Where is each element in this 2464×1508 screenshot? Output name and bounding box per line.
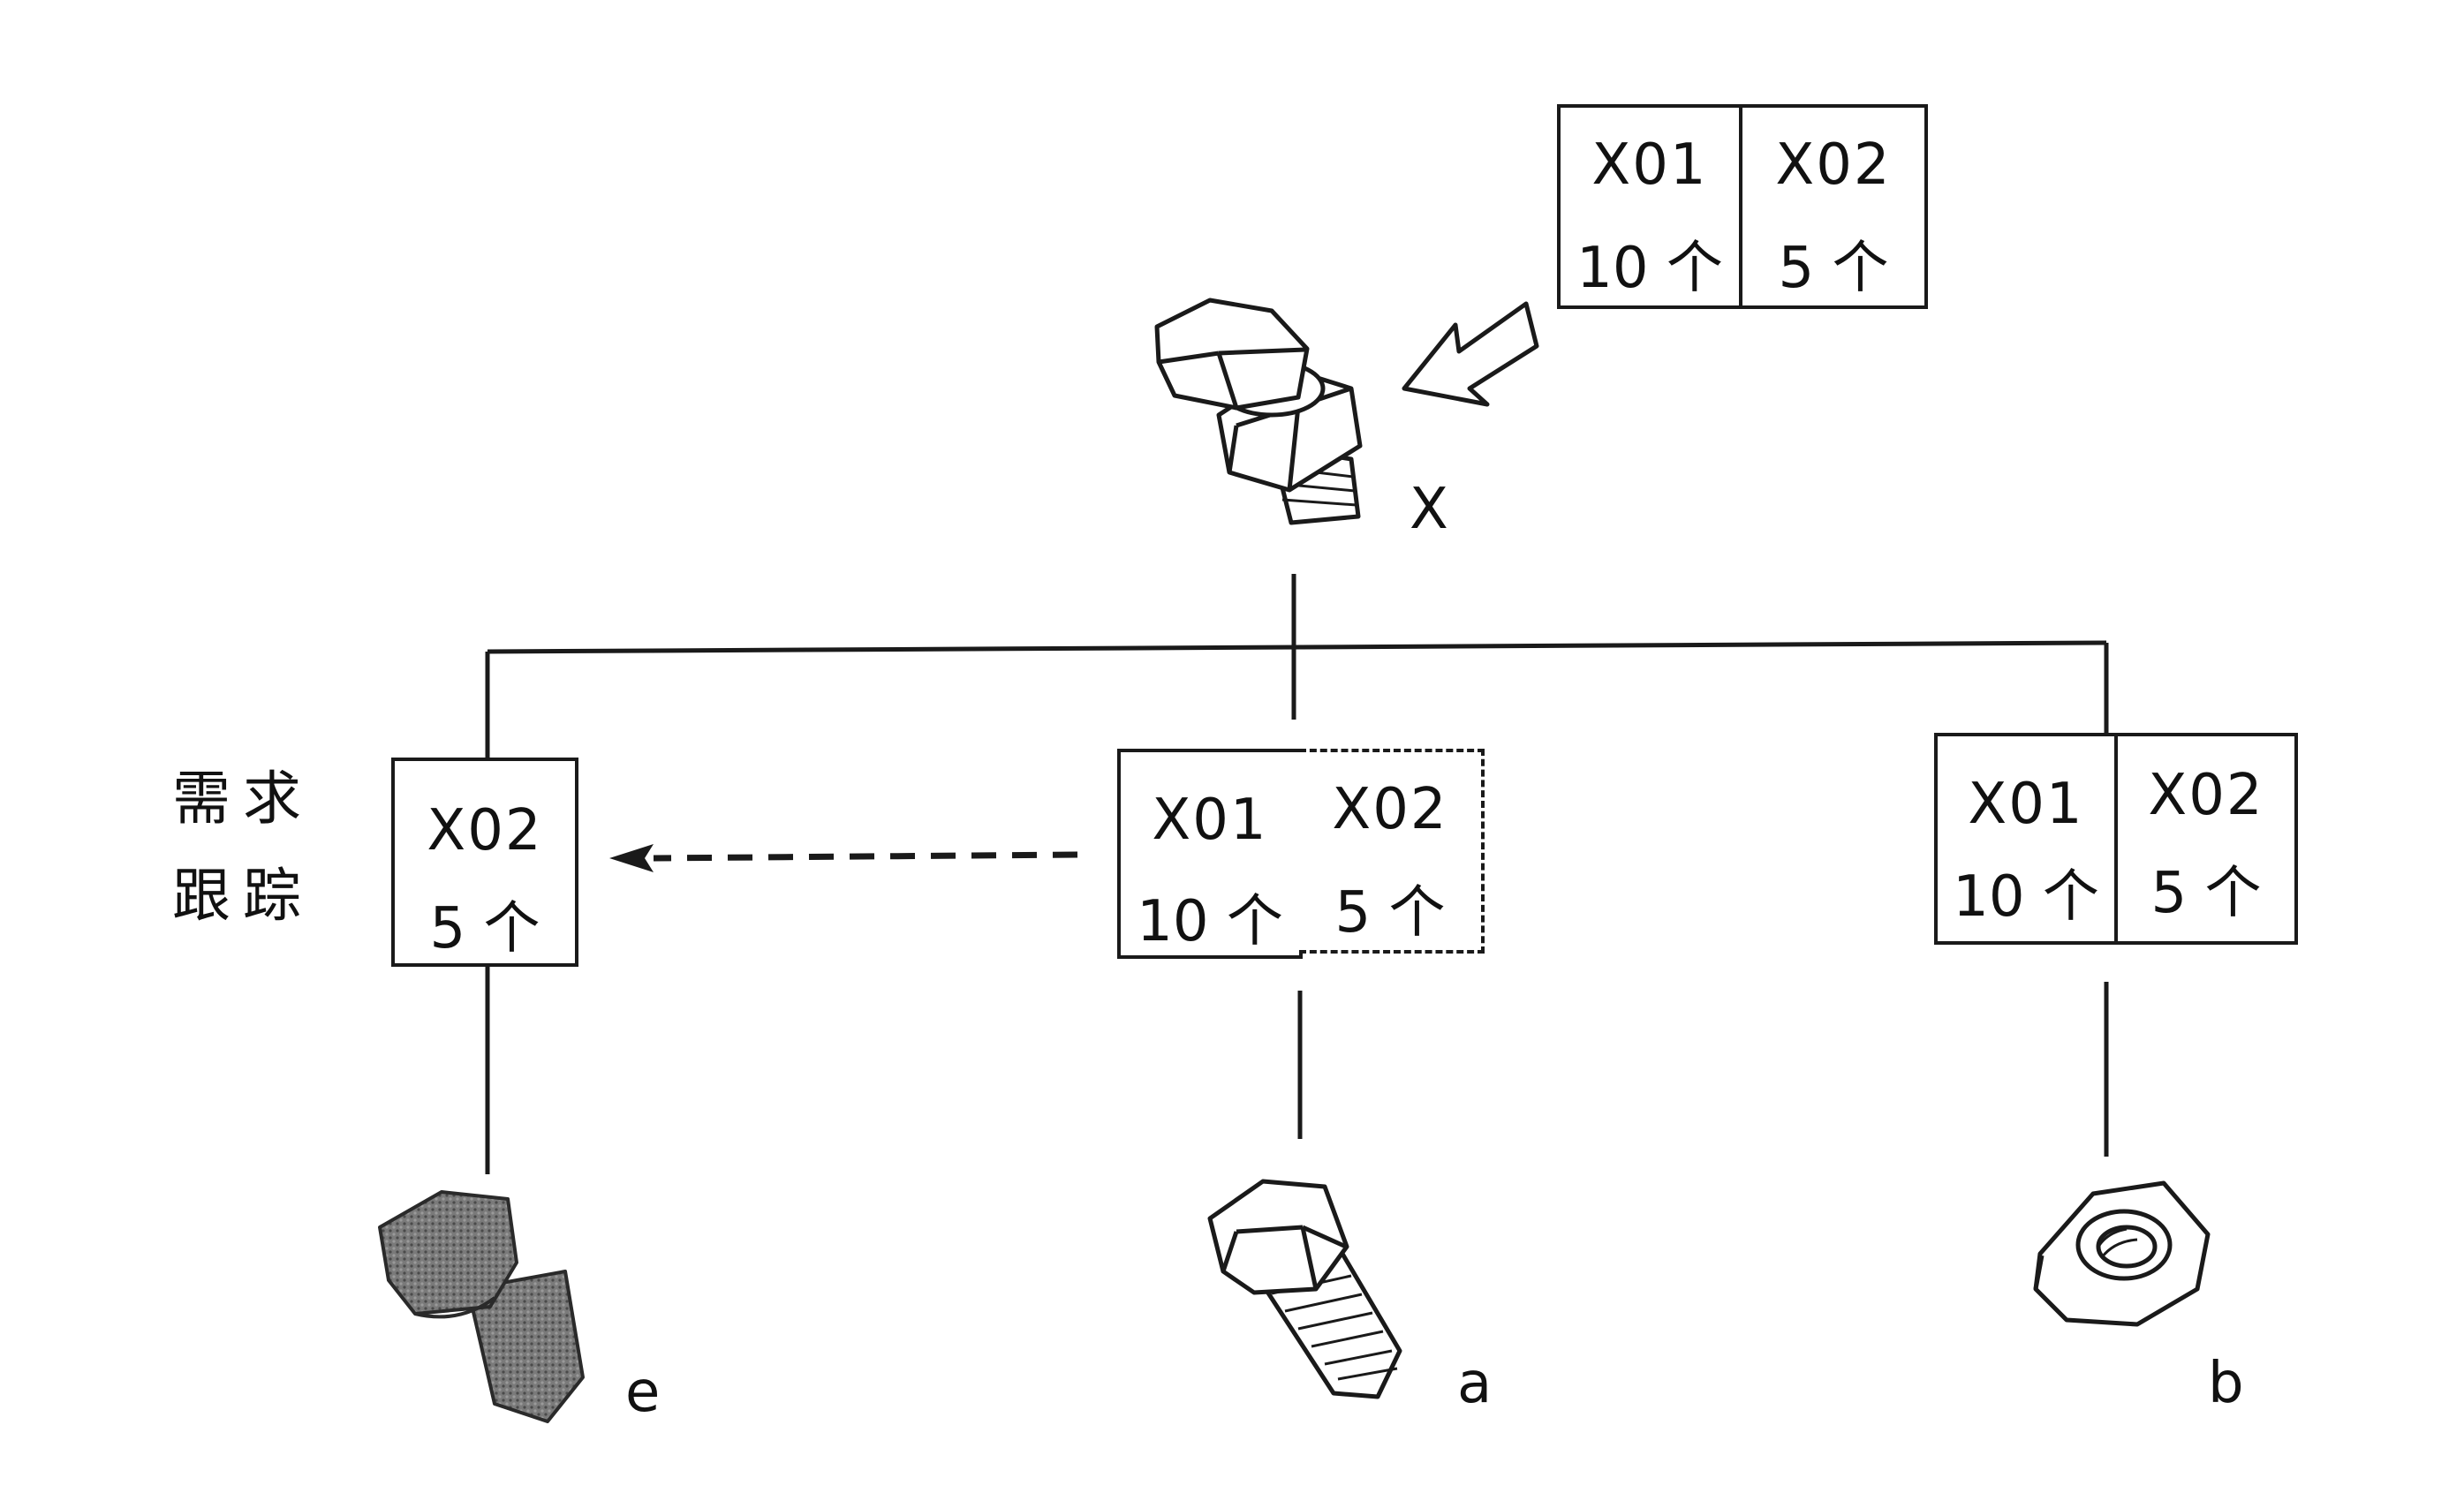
horizontal-bar	[487, 640, 2107, 654]
right-cell-x02: X02 5 个	[2118, 736, 2294, 941]
bolt-icon	[1207, 1179, 1402, 1399]
middle-demand-box-x02: X02 5 个	[1299, 749, 1485, 954]
middle-cell-x02: X02 5 个	[1299, 752, 1481, 950]
top-demand-box: X01 10 个 X02 5 个	[1557, 104, 1928, 309]
left-cell-x02-code: X02	[427, 798, 543, 863]
middle-cell-x02-code: X02	[1332, 777, 1448, 842]
part-label-e: e	[625, 1360, 661, 1425]
part-label-b: b	[2208, 1351, 2244, 1416]
top-cell-x01: X01 10 个	[1561, 108, 1742, 305]
demand-tracking-line1: 需求	[172, 765, 314, 833]
dashed-arrow	[609, 844, 1078, 872]
middle-cell-x01-code: X01	[1152, 788, 1268, 853]
middle-cell-x01: X01 10 个	[1121, 752, 1299, 955]
right-demand-box: X01 10 个 X02 5 个	[1934, 733, 2298, 945]
top-cell-x01-code: X01	[1591, 132, 1708, 198]
top-cell-x02-qty: 5 个	[1778, 236, 1889, 301]
top-cell-x02: X02 5 个	[1742, 108, 1924, 305]
middle-demand-box-x01: X01 10 个	[1117, 749, 1303, 959]
bolt-nut-assembly-icon	[1154, 298, 1363, 525]
demand-tracking-line2: 跟踪	[172, 862, 314, 930]
right-cell-x01: X01 10 个	[1938, 736, 2118, 941]
top-cell-x01-qty: 10 个	[1576, 236, 1723, 301]
left-demand-box: X02 5 个	[391, 758, 578, 967]
right-cell-x02-qty: 5 个	[2150, 861, 2262, 926]
demand-tracking-label: 需求 跟踪	[172, 750, 314, 945]
dark-bolt-icon	[378, 1190, 585, 1423]
left-cell-x02: X02 5 个	[395, 761, 575, 963]
right-cell-x02-code: X02	[2148, 763, 2264, 828]
tree-connectors	[485, 574, 2109, 1174]
hex-nut-icon	[2033, 1180, 2211, 1327]
left-cell-x02-qty: 5 个	[429, 896, 540, 961]
middle-cell-x01-qty: 10 个	[1137, 889, 1283, 954]
right-cell-x01-code: X01	[1968, 772, 2084, 837]
assembly-label: X	[1410, 477, 1448, 542]
part-label-a: a	[1457, 1351, 1493, 1416]
top-cell-x02-code: X02	[1775, 132, 1892, 198]
hollow-arrow-icon	[1402, 301, 1539, 407]
middle-cell-x02-qty: 5 个	[1334, 880, 1446, 946]
right-cell-x01-qty: 10 个	[1953, 864, 2099, 930]
